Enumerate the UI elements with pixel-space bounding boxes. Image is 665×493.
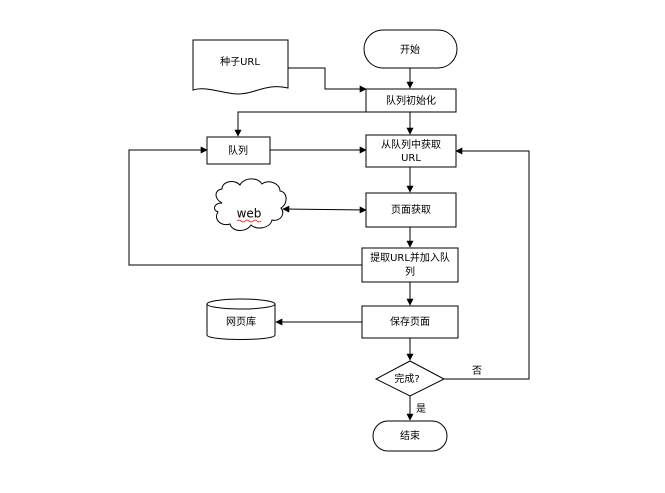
edge-seed-to-init: [288, 67, 367, 93]
spellcheck-underline: [236, 219, 262, 223]
extract-url-node: 提取URL并加入队 列: [361, 247, 459, 283]
get-url-node: 从队列中获取 URL: [365, 134, 457, 168]
extract-label-line2: 列: [405, 265, 415, 278]
get-url-label-line1: 从队列中获取: [381, 138, 441, 151]
queue-node: 队列: [206, 136, 271, 165]
branch-yes-label: 是: [416, 403, 426, 415]
edge-extract-to-queue: [128, 146, 362, 266]
extract-label-line1: 提取URL并加入队: [370, 251, 450, 264]
page-db-node: 网页库: [206, 298, 276, 340]
queue-label: 队列: [228, 144, 248, 157]
get-url-label-line2: URL: [401, 153, 421, 164]
done-label: 完成?: [394, 372, 419, 385]
start-label: 开始: [400, 43, 420, 56]
cloud-icon: [214, 178, 287, 231]
seed-url-label: 种子URL: [220, 55, 260, 68]
save-page-node: 保存页面: [361, 305, 459, 339]
web-label: web: [237, 207, 262, 221]
end-label: 结束: [400, 429, 420, 442]
edge-web-fetch: [282, 205, 367, 214]
init-queue-label: 队列初始化: [386, 94, 436, 107]
done-decision-node: 完成?: [374, 360, 446, 397]
web-cloud-node: web: [214, 178, 287, 231]
page-db-label: 网页库: [226, 315, 256, 328]
branch-no-label: 否: [472, 365, 482, 377]
init-queue-node: 队列初始化: [365, 88, 457, 113]
edge-init-to-queue: [234, 111, 366, 137]
edge-done-no-to-geturl: [444, 147, 530, 380]
save-page-label: 保存页面: [390, 315, 430, 328]
end-node: 结束: [372, 420, 448, 452]
start-node: 开始: [363, 29, 458, 69]
fetch-page-node: 页面获取: [365, 192, 457, 228]
seed-url-node: 种子URL: [192, 39, 289, 95]
fetch-page-label: 页面获取: [391, 204, 431, 216]
connectors: [128, 67, 530, 421]
